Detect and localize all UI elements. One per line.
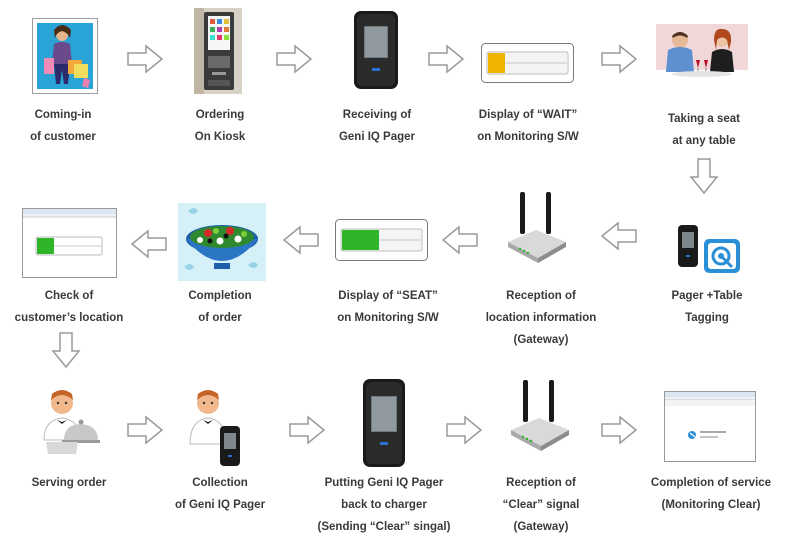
arrow-right-icon [428, 44, 465, 74]
step-label: Completion of service(Monitoring Clear) [650, 477, 772, 511]
arrow-right-icon [127, 44, 164, 74]
arrow-down-icon [689, 158, 719, 195]
arrow-right-icon [127, 415, 164, 445]
arrow-right-icon [289, 415, 326, 445]
waiter-cloche-icon [40, 388, 100, 458]
monitoring-clear-window-icon [664, 391, 756, 462]
arrow-right-icon [601, 415, 638, 445]
arrow-left-icon [130, 229, 167, 259]
pager-icon [353, 10, 399, 90]
step-label: Serving order [31, 477, 107, 489]
step-label: Display of “WAIT”on Monitoring S/W [477, 109, 579, 143]
arrow-left-icon [282, 225, 319, 255]
salad-bowl-icon [178, 203, 266, 281]
pager-charger-icon [362, 378, 406, 468]
arrow-left-icon [441, 225, 478, 255]
monitor-seat-bar-icon [335, 219, 428, 261]
step-label: Display of “SEAT”on Monitoring S/W [337, 290, 439, 324]
kiosk-icon [194, 8, 242, 94]
shopping-woman-icon [32, 18, 98, 94]
monitoring-window-icon [22, 208, 117, 278]
arrow-left-icon [600, 221, 637, 251]
pager-table-tag-icon [677, 223, 743, 275]
arrow-right-icon [446, 415, 483, 445]
gateway-router-icon [506, 192, 568, 264]
step-label: Reception of“Clear” signal(Gateway) [502, 477, 580, 533]
dining-couple-icon [656, 24, 748, 92]
waiter-pager-icon [189, 388, 242, 468]
monitor-wait-bar-icon [481, 43, 574, 83]
gateway-router-icon [509, 380, 571, 452]
arrow-right-icon [276, 44, 313, 74]
arrow-down-icon [51, 332, 81, 369]
arrow-right-icon [601, 44, 638, 74]
